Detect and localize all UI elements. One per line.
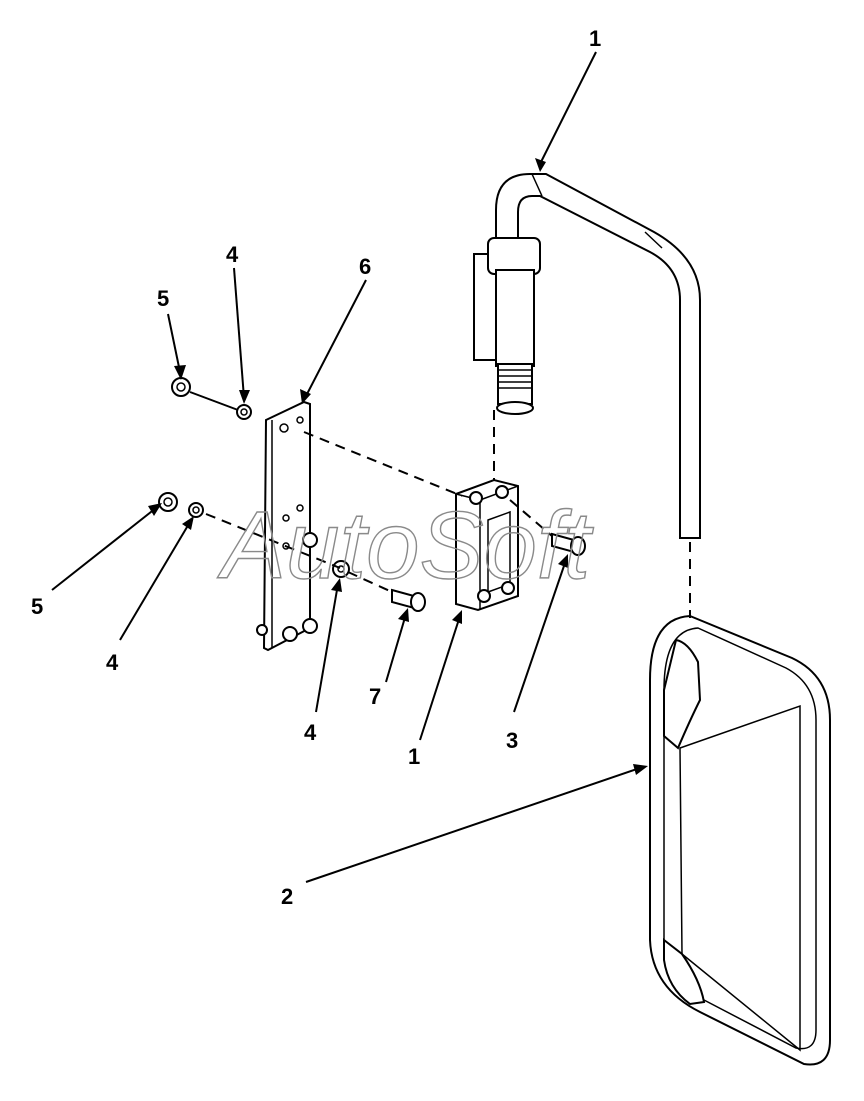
mirror-arm [473,173,701,539]
callout-5-nut-top: 5 [157,286,169,311]
washer-top [236,404,252,420]
callout-2-mirror-head: 2 [281,884,293,909]
mirror-head [649,614,831,1066]
leader-lines [51,51,648,883]
callouts: 1 6 4 5 5 4 4 7 1 3 2 [31,26,601,909]
mounting-plate [256,400,318,652]
washer-lower [332,560,350,578]
washer-left [188,502,204,518]
bolt-lower [391,588,426,612]
callout-3-bolt-right: 3 [506,728,518,753]
callout-4-washer-left: 4 [106,650,119,675]
callout-4-washer-top: 4 [226,242,239,267]
watermark: AutoSoft [217,492,594,599]
nut-top [171,377,191,397]
bolt-right [551,532,586,556]
callout-5-nut-left: 5 [31,594,43,619]
nut-left [158,492,178,512]
callout-6-mounting-plate: 6 [359,254,371,279]
assembly-lines [189,391,691,618]
callout-7-bolt-lower: 7 [369,684,381,709]
callout-4-washer-lower: 4 [304,720,317,745]
callout-1-clamp-bracket: 1 [408,744,420,769]
callout-1-mirror-arm: 1 [589,26,601,51]
